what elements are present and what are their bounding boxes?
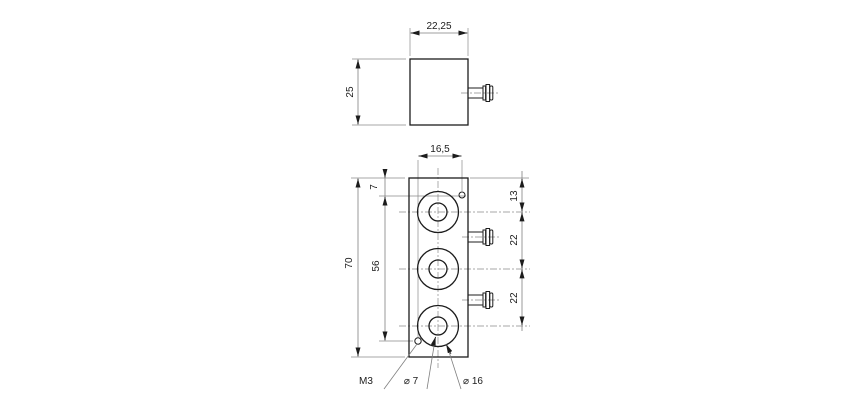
bore2-outer-circle <box>416 247 460 291</box>
bore3-inner-circle <box>428 316 448 336</box>
label-dia-16: ⌀ 16 <box>463 376 483 387</box>
dim-label-bore1-offset: 13 <box>509 190 520 202</box>
bore1-outer-circle <box>416 190 460 234</box>
front-view-body <box>408 177 469 358</box>
dimension-labels: 22,25 25 16,5 7 70 56 13 22 22 M3 ⌀ 7 ⌀ … <box>344 21 520 387</box>
dia7-arrow <box>430 336 436 347</box>
dim-label-height: 70 <box>344 257 355 269</box>
dimension-lines <box>357 32 523 390</box>
label-thread-m3: M3 <box>359 376 373 387</box>
m3-hole-top <box>458 191 466 199</box>
dim-label-width: 22,25 <box>426 21 451 32</box>
dim-label-hole-vertical-span: 56 <box>371 260 382 272</box>
bore3-outer-circle <box>416 304 460 348</box>
front-view <box>408 177 494 358</box>
dim-label-depth: 25 <box>345 86 356 98</box>
m3-hole-bottom <box>414 337 422 345</box>
bore1-inner-circle <box>428 202 448 222</box>
dimension-arrows <box>355 30 525 357</box>
top-view-body <box>409 58 469 126</box>
dim-label-bore-pitch-1: 22 <box>509 234 520 246</box>
top-view <box>409 58 494 126</box>
dim-label-bore-pitch-2: 22 <box>509 292 520 304</box>
bore2-inner-circle <box>428 259 448 279</box>
m3-leader <box>383 343 418 390</box>
dim-label-hole-top-offset: 7 <box>369 184 380 190</box>
label-dia-7: ⌀ 7 <box>404 376 419 387</box>
dia16-leader <box>446 343 462 390</box>
dim-label-hole-span: 16,5 <box>430 144 450 155</box>
dia16-arrow <box>445 344 453 355</box>
